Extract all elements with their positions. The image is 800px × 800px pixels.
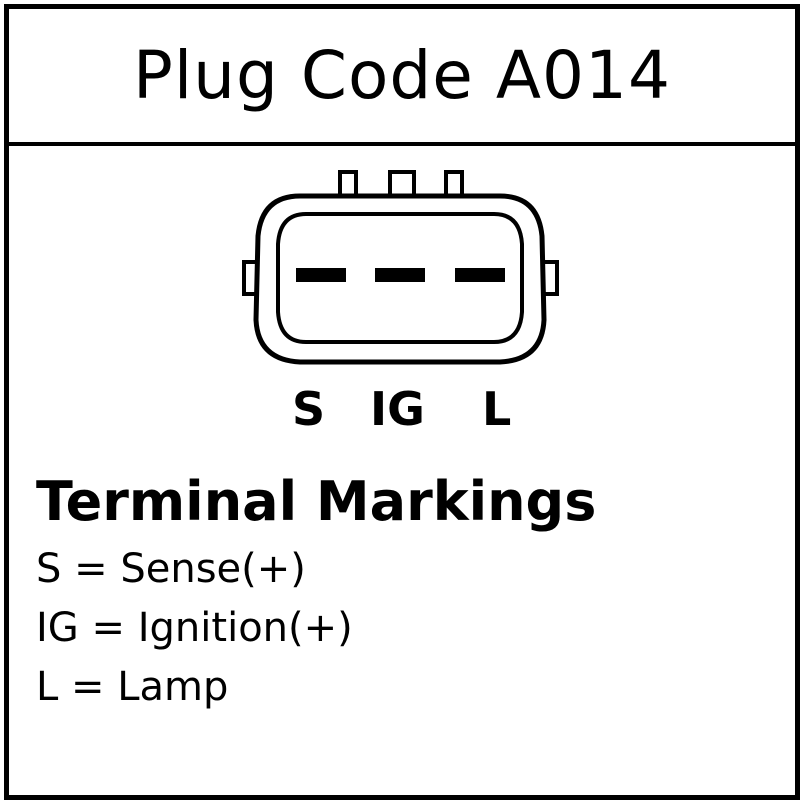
terminal-marking-ig: IG = Ignition(+) [36, 605, 353, 651]
plug-code-title: Plug Code A014 [133, 37, 671, 114]
pin-label-ig: IG [370, 382, 425, 436]
terminal-markings-heading: Terminal Markings [36, 470, 597, 533]
terminal-marking-s: S = Sense(+) [36, 546, 306, 592]
terminal-marking-l: L = Lamp [36, 664, 229, 710]
pin-label-l: L [482, 382, 512, 436]
pin-label-s: S [292, 382, 326, 436]
pin-blade-l [455, 268, 505, 282]
title-bar: Plug Code A014 [9, 9, 795, 146]
pin-blade-ig [375, 268, 425, 282]
diagram-frame: Plug Code A014 [4, 4, 800, 800]
pin-blade-s [296, 268, 346, 282]
